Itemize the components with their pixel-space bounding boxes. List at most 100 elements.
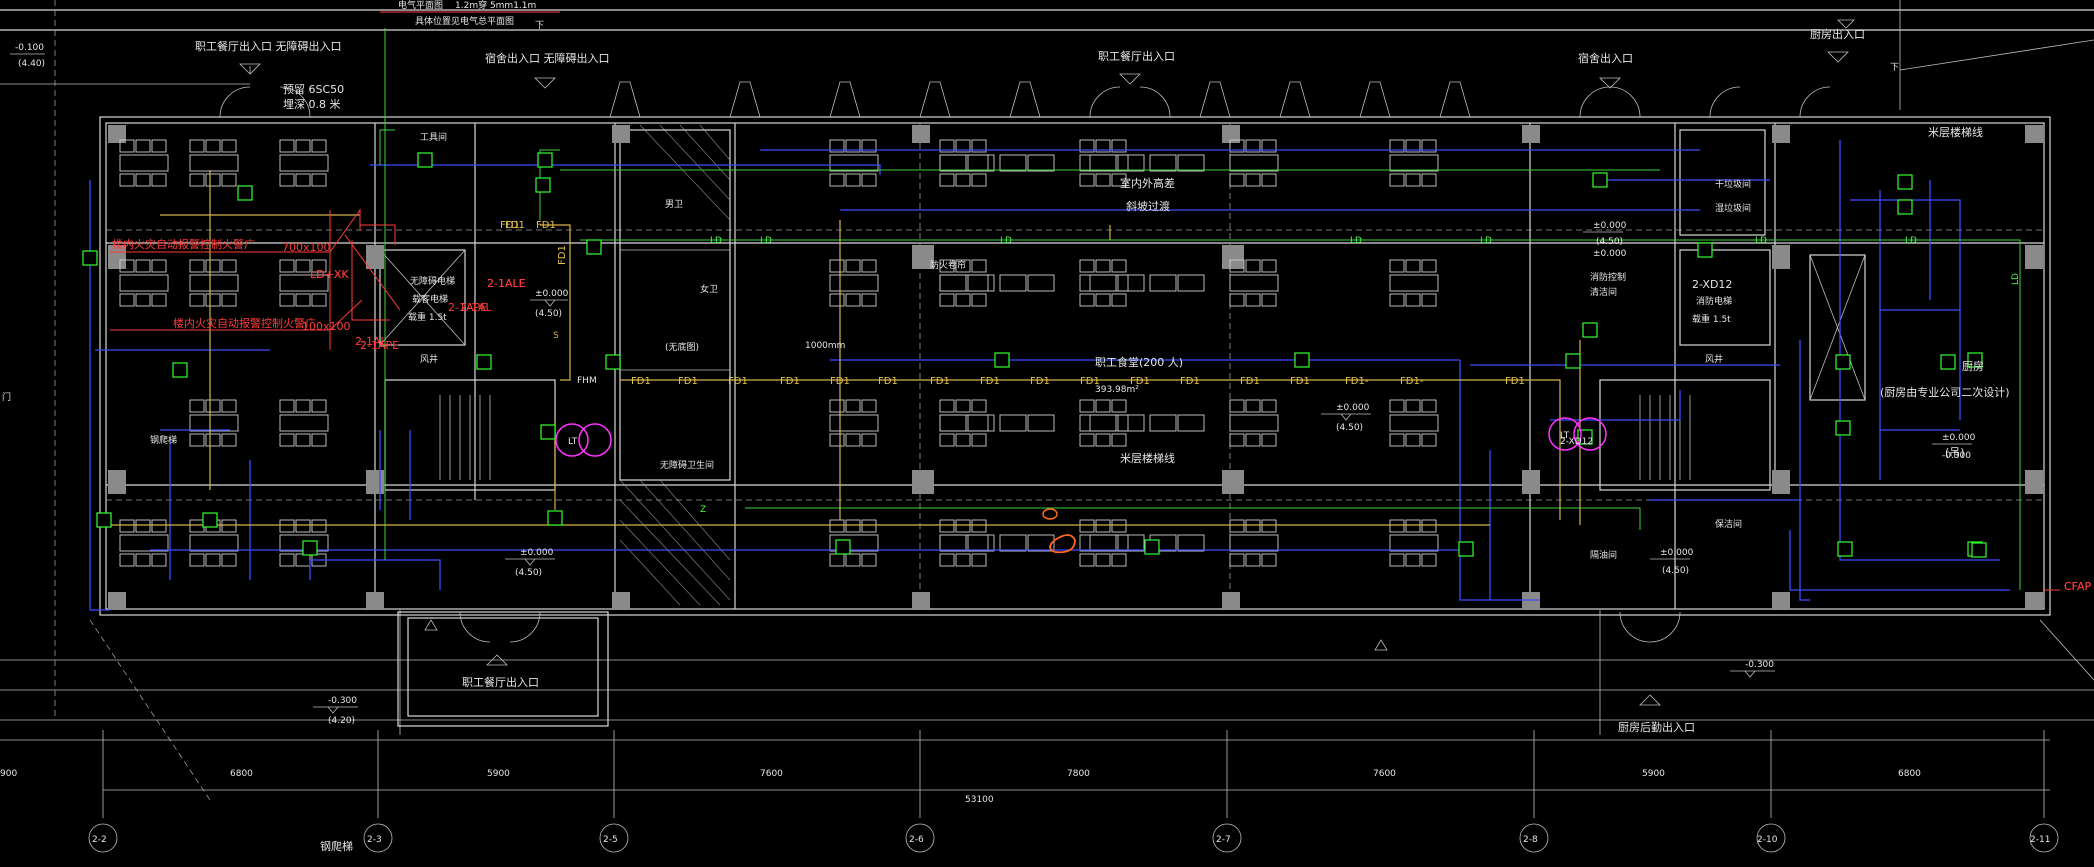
svg-text:FD1: FD1 (830, 376, 850, 387)
room-label-5: 风井 (420, 353, 438, 365)
outlet-symbol-icon (1835, 420, 1851, 436)
outlet-symbol-icon (1837, 541, 1853, 557)
dining-table (955, 519, 971, 533)
svg-text:±0.000: ±0.000 (1593, 221, 1627, 231)
dining-table (1111, 139, 1127, 153)
dining-table (1079, 293, 1095, 307)
elevation-marker: ±0.000 (1932, 433, 1976, 445)
outlet-symbol-icon (586, 239, 602, 255)
equipment-label-11: 消防电梯 (1696, 295, 1732, 307)
dining-table (939, 274, 989, 292)
dining-table (1389, 274, 1439, 292)
dining-table (845, 399, 861, 413)
dining-table (939, 534, 989, 552)
room-label-25: LT (1560, 431, 1570, 441)
dining-table (999, 154, 1027, 172)
dining-table (189, 173, 205, 187)
dining-table (1389, 519, 1405, 533)
dining-table (939, 534, 967, 552)
dining-table (1079, 173, 1095, 187)
dining-table (1089, 274, 1117, 292)
dining-table (1261, 433, 1277, 447)
dining-table (1111, 259, 1127, 273)
dining-table (1245, 259, 1261, 273)
equipment-label-9: 载重 1.5t (408, 311, 447, 323)
equipment-label-4: 2-1AL (460, 301, 492, 314)
outlet-symbol-icon (540, 424, 556, 440)
dining-table (1421, 173, 1437, 187)
axis-bubble[interactable]: 2-8 (1519, 823, 1549, 853)
svg-text:FD1: FD1 (878, 376, 898, 387)
entrance-label-6: 职工餐厅出入口 (462, 675, 539, 689)
axis-bubble[interactable]: 2-3 (363, 823, 393, 853)
dining-table (135, 553, 151, 567)
outlet-symbol-icon (96, 512, 112, 528)
dining-table (829, 173, 845, 187)
dining-table (311, 433, 327, 447)
dining-table (1229, 433, 1245, 447)
room-label-26: 防火卷帘 (930, 259, 966, 271)
axis-bubble[interactable]: 2-11 (2029, 823, 2059, 853)
elevation-marker: -0.300 (1942, 451, 1971, 461)
equipment-labels: 预留 6SC50 埋深 0.8 米 2-1ALE 2-1AL 2-1APE LD… (283, 83, 2092, 593)
outlet-symbol-icon (172, 362, 188, 378)
dining-table (1027, 154, 1055, 172)
dining-table (1095, 139, 1111, 153)
svg-text:FD1: FD1 (678, 376, 698, 387)
dining-table (829, 399, 845, 413)
dimension-5: 7600 (1373, 769, 1396, 779)
dining-table (119, 519, 135, 533)
dining-table (1095, 399, 1111, 413)
outlet-symbol-icon (237, 185, 253, 201)
dining-table (205, 173, 221, 187)
dining-table (135, 173, 151, 187)
axis-bubbles[interactable]: 2-2 2-3 2-5 2-6 2-7 2-8 2-10 2-11 (88, 823, 2059, 853)
dining-table (829, 259, 845, 273)
axis-bubble[interactable]: 2-5 (599, 823, 629, 853)
svg-text:LD: LD (2011, 273, 2021, 285)
dining-table (845, 139, 861, 153)
svg-text:2-7: 2-7 (1216, 835, 1231, 845)
dining-table (971, 139, 987, 153)
svg-text:FD1: FD1 (1030, 376, 1050, 387)
outlet-symbol-icon (1967, 352, 1983, 368)
dining-table (1405, 399, 1421, 413)
dining-table (971, 433, 987, 447)
svg-text:2-10: 2-10 (1757, 835, 1778, 845)
outlet-symbol-icon (1294, 352, 1310, 368)
dining-table (221, 519, 237, 533)
dining-table (1149, 414, 1177, 432)
dining-table (939, 154, 967, 172)
equipment-label-20: 1000mm (805, 341, 845, 351)
dining-table (1111, 173, 1127, 187)
dining-table (1245, 553, 1261, 567)
dining-table (151, 293, 167, 307)
red-annotations: 楼内火灾自动报警控制火警广 700x100 楼内火灾自动报警控制火警广 100x… (110, 208, 2092, 593)
dining-table (1149, 274, 1177, 292)
dining-table (295, 433, 311, 447)
entrance-arrow-icon (239, 63, 261, 75)
dining-table (1229, 553, 1245, 567)
axis-bubble[interactable]: 2-2 (88, 823, 118, 853)
room-label-8: 斜坡过渡 (1126, 199, 1170, 213)
axis-bubble[interactable]: 2-6 (905, 823, 935, 853)
dining-table (1117, 274, 1145, 292)
dining-table (829, 139, 845, 153)
outlet-symbol-icon (1582, 322, 1598, 338)
dining-table (939, 139, 955, 153)
outlet-symbol-icon (1940, 354, 1956, 370)
elevation-marker: -0.300 (4.20) (313, 696, 358, 726)
top-notes: 电气平面图 1.2m穿 5mm1.1m 具体位置见电气总平面图 下 下 (380, 0, 1899, 73)
outlet-symbol-icon (1897, 199, 1913, 215)
room-label-17: 消防控制 (1590, 271, 1626, 283)
dining-table (135, 293, 151, 307)
dining-table (1095, 173, 1111, 187)
dining-table (939, 414, 989, 432)
dining-table (1421, 519, 1437, 533)
axis-bubble[interactable]: 2-7 (1212, 823, 1242, 853)
dining-table (1079, 399, 1095, 413)
axis-bubble[interactable]: 2-10 (1756, 823, 1786, 853)
equipment-label-13: 2-XD12 (1560, 437, 1593, 447)
dining-table (861, 433, 877, 447)
